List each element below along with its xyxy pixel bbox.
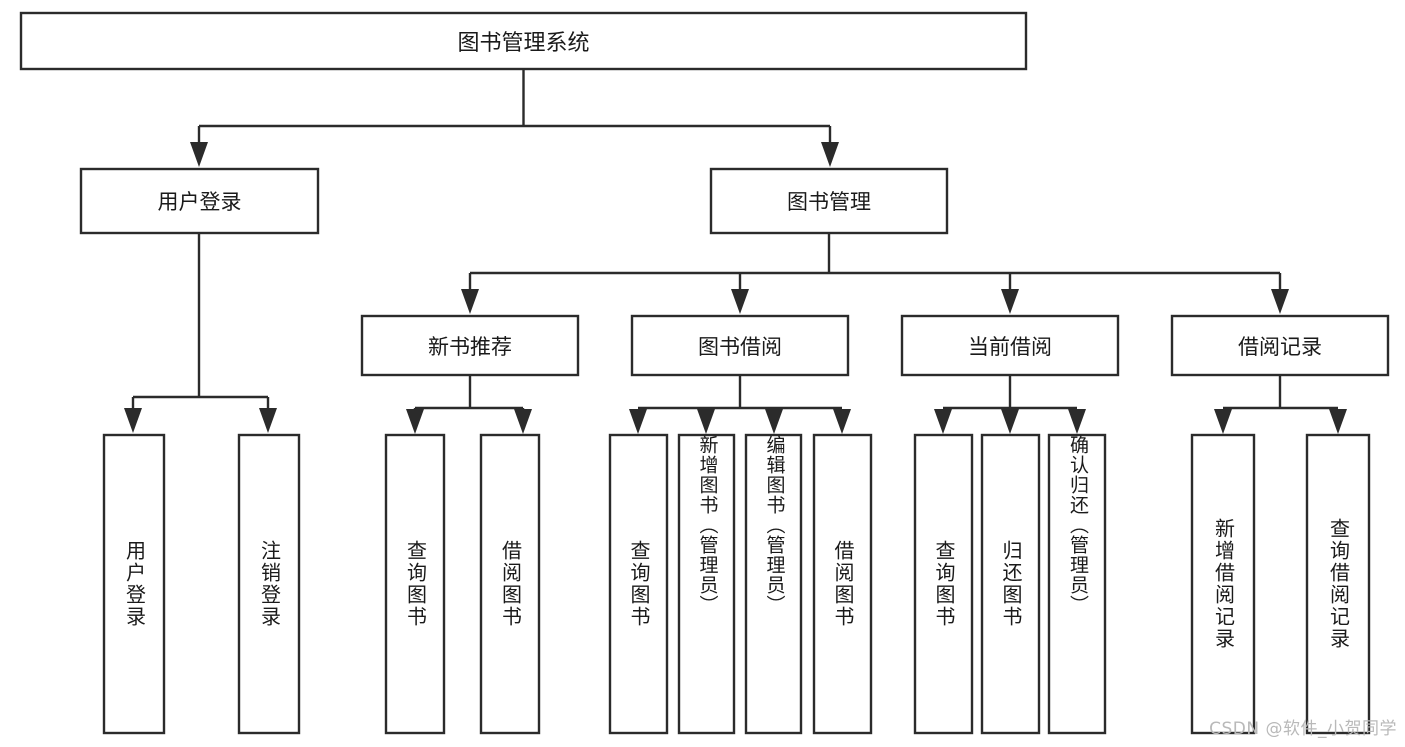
arrow-head-leaf-user-login xyxy=(124,408,142,433)
leaf-box-br-add-record[interactable] xyxy=(1190,433,1256,735)
leaf-box-nb-query-book[interactable] xyxy=(384,433,446,735)
node-new-book-recommend[interactable] xyxy=(360,314,580,377)
arrow-head-cb-leaf-3 xyxy=(1068,409,1086,434)
node-book-borrow[interactable] xyxy=(630,314,850,377)
arrow-head-nb-leaf-1 xyxy=(406,409,424,434)
arrow-head-book-manage xyxy=(821,142,839,167)
leaf-box-br-query-record[interactable] xyxy=(1305,433,1371,735)
arrow-head-user-login xyxy=(190,142,208,167)
leaf-box-bb-add-book[interactable] xyxy=(677,433,736,735)
leaf-box-cb-return-book[interactable] xyxy=(980,433,1041,735)
leaf-box-bb-edit-book[interactable] xyxy=(744,433,803,735)
arrow-head-cb-leaf-2 xyxy=(1001,409,1019,434)
arrow-head-leaf-logout xyxy=(259,408,277,433)
node-current-borrow[interactable] xyxy=(900,314,1120,377)
leaf-box-user-login[interactable] xyxy=(102,433,166,735)
arrow-head-new-book xyxy=(461,289,479,314)
node-book-management[interactable] xyxy=(709,167,949,235)
leaf-box-logout[interactable] xyxy=(237,433,301,735)
node-root-system[interactable] xyxy=(19,11,1028,71)
arrow-head-bb-leaf-2 xyxy=(697,409,715,434)
arrow-head-book-borrow xyxy=(731,289,749,314)
arrow-head-br-leaf-1 xyxy=(1214,409,1232,434)
arrow-head-cb-leaf-1 xyxy=(934,409,952,434)
arrow-head-borrow-record xyxy=(1271,289,1289,314)
arrow-head-br-leaf-2 xyxy=(1329,409,1347,434)
leaf-box-bb-borrow-book[interactable] xyxy=(812,433,873,735)
arrow-head-current-borrow xyxy=(1001,289,1019,314)
arrow-head-bb-leaf-1 xyxy=(629,409,647,434)
leaf-box-cb-query-book[interactable] xyxy=(913,433,974,735)
leaf-box-bb-query-book[interactable] xyxy=(608,433,669,735)
leaf-box-nb-borrow-book[interactable] xyxy=(479,433,541,735)
node-borrow-record[interactable] xyxy=(1170,314,1390,377)
arrow-head-nb-leaf-2 xyxy=(514,409,532,434)
arrow-head-bb-leaf-3 xyxy=(765,409,783,434)
leaf-box-cb-confirm-return[interactable] xyxy=(1047,433,1107,735)
node-user-login[interactable] xyxy=(79,167,320,235)
arrow-head-bb-leaf-4 xyxy=(833,409,851,434)
